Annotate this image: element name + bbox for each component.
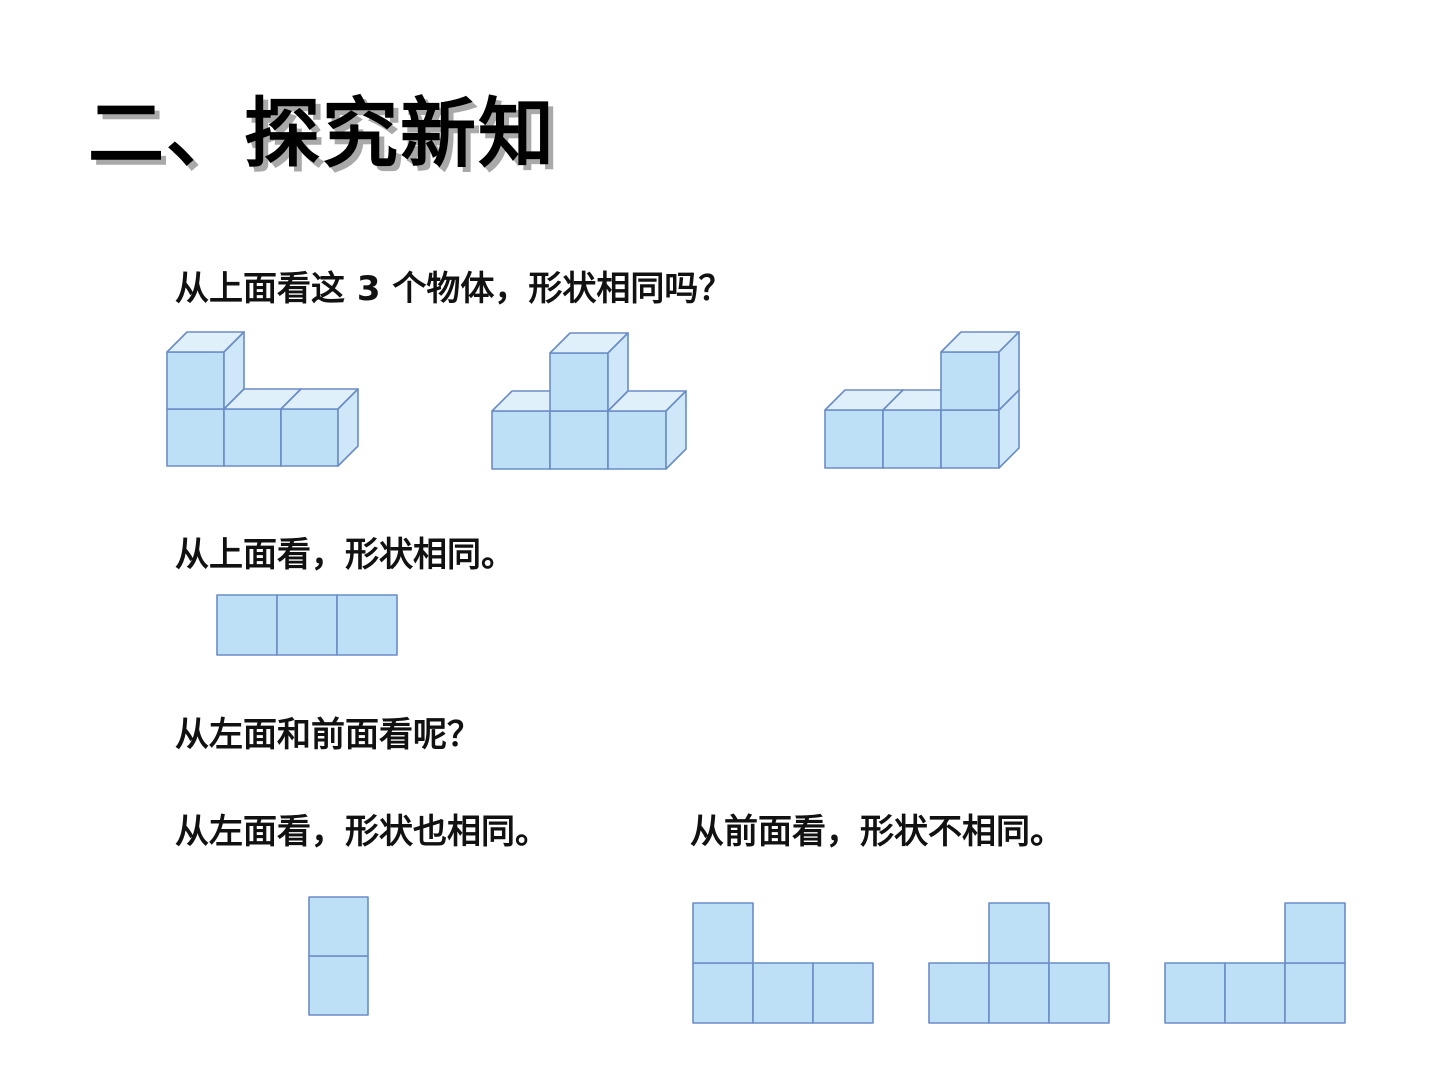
question-top-view: 从上面看这 3 个物体，形状相同吗？ bbox=[175, 269, 733, 309]
cube-object-1 bbox=[166, 331, 359, 467]
front2-square-3 bbox=[988, 902, 1050, 964]
answer-front-view: 从前面看，形状不相同。 bbox=[690, 812, 1064, 852]
front2-square-0 bbox=[928, 962, 990, 1024]
obj1-cube-2-front-face bbox=[223, 408, 282, 467]
front-view-shape-1 bbox=[692, 902, 874, 1024]
front1-square-2 bbox=[812, 962, 874, 1024]
topview-square-0 bbox=[216, 594, 278, 656]
obj2-cube-3-front-face bbox=[607, 410, 667, 470]
top-view-shape bbox=[216, 594, 398, 656]
front1-square-0 bbox=[692, 962, 754, 1024]
front3-square-3 bbox=[1284, 902, 1346, 964]
obj2-cube-0-front-face bbox=[491, 410, 551, 470]
obj2-cube-2-front-face bbox=[549, 352, 609, 412]
front3-square-0 bbox=[1164, 962, 1226, 1024]
left-view-shape bbox=[308, 896, 369, 1016]
obj2-cube-1-front-face bbox=[549, 410, 609, 470]
slide-title: 二、探究新知 bbox=[88, 89, 556, 178]
topview-square-1 bbox=[276, 594, 338, 656]
topview-square-2 bbox=[336, 594, 398, 656]
front-view-shape-2 bbox=[928, 902, 1110, 1024]
obj3-cube-0-front-face bbox=[824, 409, 884, 469]
obj1-cube-3-side-face bbox=[337, 388, 359, 467]
front1-square-1 bbox=[752, 962, 814, 1024]
front1-square-3 bbox=[692, 902, 754, 964]
cube-object-3 bbox=[824, 331, 1020, 469]
answer-left-view: 从左面看，形状也相同。 bbox=[175, 812, 549, 852]
cube-object-2 bbox=[491, 332, 687, 470]
obj3-cube-2-front-face bbox=[940, 409, 1000, 469]
front2-square-1 bbox=[988, 962, 1050, 1024]
front2-square-2 bbox=[1048, 962, 1110, 1024]
obj3-cube-3-side-face bbox=[998, 331, 1020, 411]
obj1-cube-3-front-face bbox=[280, 408, 339, 467]
obj3-cube-1-front-face bbox=[882, 409, 942, 469]
front3-square-1 bbox=[1224, 962, 1286, 1024]
obj2-cube-3-side-face bbox=[665, 390, 687, 470]
question-left-front-view: 从左面和前面看呢？ bbox=[175, 715, 481, 755]
obj1-cube-0-front-face bbox=[166, 408, 225, 467]
answer-top-view: 从上面看，形状相同。 bbox=[175, 535, 515, 575]
obj3-cube-3-front-face bbox=[940, 351, 1000, 411]
leftview-square-0 bbox=[308, 955, 369, 1016]
leftview-square-1 bbox=[308, 896, 369, 957]
obj1-cube-1-front-face bbox=[166, 351, 225, 410]
front-view-shape-3 bbox=[1164, 902, 1346, 1024]
front3-square-2 bbox=[1284, 962, 1346, 1024]
